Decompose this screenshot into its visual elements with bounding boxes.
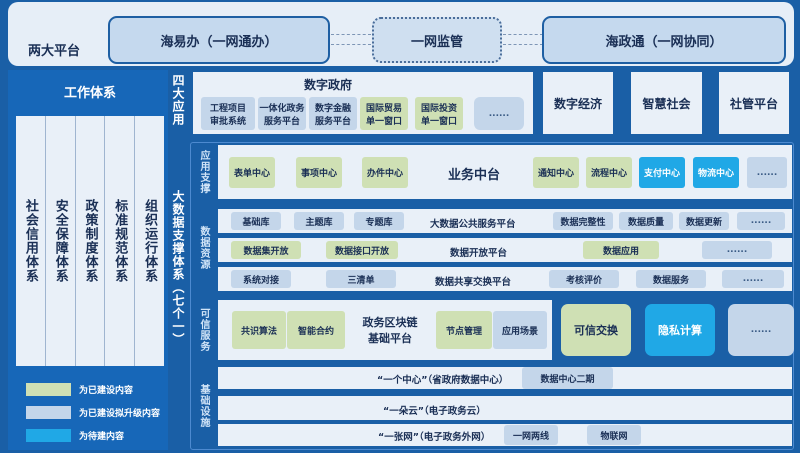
legend-label: 为已建设内容 — [79, 386, 134, 396]
work-column-organization: 组织运行体系 — [135, 116, 164, 366]
privacy-computing[interactable]: 隐私计算 — [645, 304, 715, 356]
work-column-security: 安全保障体系 — [45, 116, 76, 366]
app-support-label: 应用支撑 — [198, 150, 209, 194]
system-docking[interactable]: 系统对接 — [231, 270, 291, 288]
legend-item-upgrade: 为已建设拟升级内容 — [26, 406, 160, 419]
base-library[interactable]: 基础库 — [231, 212, 281, 230]
digital-government-items: 工程项目 审批系统 一体化政务 服务平台 数字金融 服务平台 国际贸易 单一窗口… — [201, 97, 526, 130]
form-center[interactable]: 表单中心 — [229, 157, 275, 188]
app-smart-society[interactable]: 智慧社会 — [631, 72, 702, 134]
big-data-label: 大数据支撑体系（七个一） — [171, 190, 185, 346]
legend-label: 为待建内容 — [79, 432, 125, 442]
assessment-evaluation[interactable]: 考核评价 — [549, 270, 619, 288]
internet-of-things[interactable]: 物联网 — [587, 425, 641, 445]
data-resources-label: 数据资源 — [198, 226, 209, 270]
process-center[interactable]: 流程中心 — [586, 157, 632, 188]
legend-item-planned: 为待建内容 — [26, 429, 124, 442]
arrow-connector — [503, 44, 543, 45]
arrow-connector — [331, 34, 371, 35]
logistics-center[interactable]: 物流中心 — [693, 157, 739, 188]
one-center: “一个中心”（省政府数据中心） — [377, 375, 509, 386]
app-social-management-platform[interactable]: 社管平台 — [719, 72, 789, 134]
data-center-phase-two[interactable]: 数据中心二期 — [522, 367, 613, 389]
more-items[interactable]: ...... — [747, 157, 787, 188]
arrow-connector — [331, 44, 371, 45]
more-items[interactable]: ...... — [737, 212, 785, 230]
platform-haiyiban[interactable]: 海易办（一网通办） — [108, 16, 330, 64]
one-cloud: “一朵云”（电子政务云） — [383, 406, 486, 417]
more-items[interactable]: ...... — [702, 241, 772, 259]
one-network-two-lines[interactable]: 一网两线 — [504, 425, 558, 445]
matter-center[interactable]: 事项中心 — [296, 157, 342, 188]
case-center[interactable]: 办件中心 — [362, 157, 408, 188]
node-management[interactable]: 节点管理 — [436, 311, 492, 349]
data-sharing-exchange-platform: 数据共享交换平台 — [435, 277, 512, 288]
special-library[interactable]: 专题库 — [354, 212, 404, 230]
consensus-algorithm[interactable]: 共识算法 — [232, 311, 286, 349]
data-quality[interactable]: 数据质量 — [619, 212, 673, 230]
data-update[interactable]: 数据更新 — [679, 212, 729, 230]
platform-one-network-supervision[interactable]: 一网监管 — [372, 17, 502, 63]
two-platforms-label: 两大平台 — [28, 44, 81, 59]
one-network: “一张网”（电子政务外网） — [378, 432, 491, 443]
data-open-platform: 数据开放平台 — [450, 248, 508, 259]
app-digital-economy[interactable]: 数字经济 — [543, 72, 613, 134]
data-integrity[interactable]: 数据完整性 — [553, 212, 613, 230]
infra-row-cloud — [218, 396, 792, 420]
trusted-services-label: 可信服务 — [198, 308, 209, 352]
intl-investment-single-window[interactable]: 国际投资 单一窗口 — [415, 97, 463, 130]
more-items[interactable]: ...... — [722, 270, 784, 288]
integrated-gov-service-platform[interactable]: 一体化政务 服务平台 — [258, 97, 306, 130]
payment-center[interactable]: 支付中心 — [639, 157, 685, 188]
intl-trade-single-window[interactable]: 国际贸易 单一窗口 — [360, 97, 408, 130]
engineering-approval-system[interactable]: 工程项目 审批系统 — [201, 97, 255, 130]
digital-finance-service-platform[interactable]: 数字金融 服务平台 — [309, 97, 357, 130]
business-middle-platform: 业务中台 — [448, 168, 501, 183]
three-lists[interactable]: 三清单 — [326, 270, 396, 288]
work-column-credit: 社会信用体系 — [16, 116, 46, 366]
infra-row-data-center — [218, 367, 792, 389]
legend-item-built: 为已建设内容 — [26, 383, 133, 396]
bigdata-public-service-platform: 大数据公共服务平台 — [430, 219, 516, 230]
arrow-connector — [503, 34, 543, 35]
more-items[interactable]: ...... — [728, 304, 794, 356]
data-interface-open[interactable]: 数据接口开放 — [326, 241, 398, 259]
work-column-standards: 标准规范体系 — [105, 116, 136, 366]
work-system-title: 工作体系 — [63, 86, 116, 101]
topic-library[interactable]: 主题库 — [294, 212, 344, 230]
more-items[interactable]: ...... — [474, 97, 524, 130]
gov-blockchain-platform: 政务区块链 基础平台 — [362, 316, 418, 345]
big-data-frame — [190, 142, 794, 450]
legend-swatch-planned — [26, 429, 71, 442]
platform-haizhengtong[interactable]: 海政通（一网协同） — [542, 16, 786, 64]
work-system-columns: 社会信用体系 安全保障体系 政策制度体系 标准规范体系 组织运行体系 — [16, 116, 164, 366]
legend-swatch-built — [26, 383, 71, 396]
data-application[interactable]: 数据应用 — [583, 241, 659, 259]
legend-swatch-upgrade — [26, 406, 71, 419]
dataset-open[interactable]: 数据集开放 — [231, 241, 301, 259]
application-scenario[interactable]: 应用场景 — [493, 311, 547, 349]
notification-center[interactable]: 通知中心 — [533, 157, 579, 188]
smart-contract[interactable]: 智能合约 — [287, 311, 345, 349]
infrastructure-label: 基础设施 — [198, 384, 209, 428]
legend-label: 为已建设拟升级内容 — [79, 409, 161, 419]
data-row-open-platform — [218, 238, 792, 262]
trusted-exchange[interactable]: 可信交换 — [561, 304, 631, 356]
four-apps-label: 四大应用 — [171, 74, 185, 126]
data-service[interactable]: 数据服务 — [636, 270, 706, 288]
digital-government-title: 数字政府 — [303, 78, 352, 92]
work-column-policy: 政策制度体系 — [75, 116, 106, 366]
